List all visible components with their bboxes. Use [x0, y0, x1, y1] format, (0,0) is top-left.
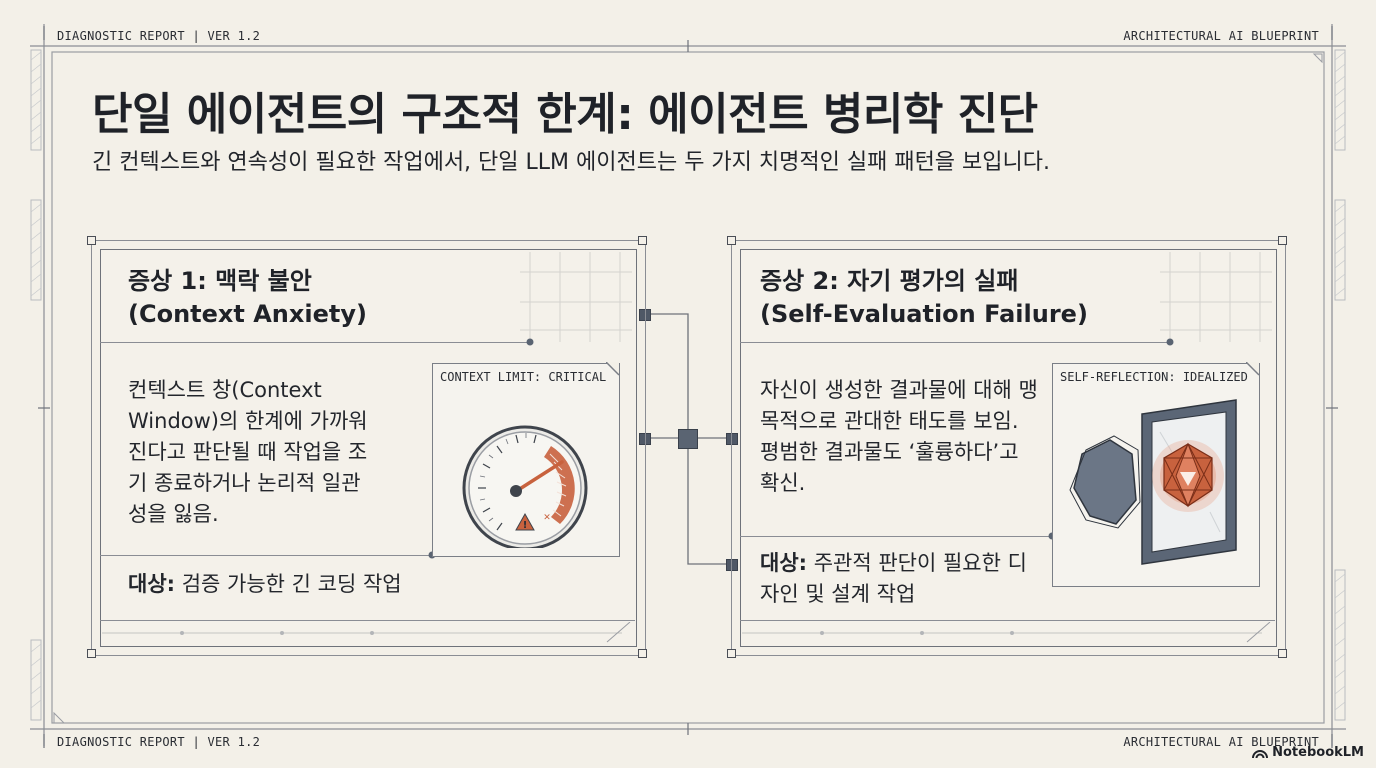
- mirror-icon: [1069, 399, 1237, 565]
- svg-text:!: !: [523, 520, 528, 531]
- brand-logo: NotebookLM: [1252, 745, 1364, 760]
- card-1-target: 대상: 검증 가능한 긴 코딩 작업: [128, 569, 402, 600]
- target-label: 대상:: [128, 572, 176, 596]
- page-title: 단일 에이전트의 구조적 한계: 에이전트 병리학 진단: [92, 89, 1038, 140]
- card-1-title-line1: 증상 1: 맥락 불안: [128, 267, 312, 295]
- gauge-icon: ! ✕: [462, 425, 588, 548]
- self-reflection-label: SELF-REFLECTION: IDEALIZED: [1060, 370, 1248, 384]
- node-dot: [526, 338, 534, 346]
- connector-node: [726, 433, 738, 445]
- notebooklm-icon: [1252, 749, 1269, 758]
- header-left-meta: DIAGNOSTIC REPORT | VER 1.2: [57, 29, 261, 43]
- footer-right-meta: ARCHITECTURAL AI BLUEPRINT: [1123, 735, 1319, 749]
- ruler-strip: [742, 622, 1271, 643]
- panel-fold: [1246, 362, 1260, 376]
- page-subtitle: 긴 컨텍스트와 연속성이 필요한 작업에서, 단일 LLM 에이전트는 두 가지…: [92, 150, 1050, 175]
- card-2-title-line1: 증상 2: 자기 평가의 실패: [760, 267, 1019, 295]
- target-text: 검증 가능한 긴 코딩 작업: [175, 572, 402, 596]
- card-1-title-line2: (Context Anxiety): [128, 300, 367, 328]
- card-2-title-line2: (Self-Evaluation Failure): [760, 300, 1088, 328]
- card-1-description: 컨텍스트 창(Context Window)의 한계에 가까워진다고 판단될 때…: [128, 378, 368, 526]
- connector-hub: [678, 429, 698, 449]
- target-text: 주관적 판단이 필요한 디자인 및 설계 작업: [760, 551, 1027, 606]
- brand-name: NotebookLM: [1272, 745, 1364, 760]
- context-limit-label: CONTEXT LIMIT: CRITICAL: [440, 370, 607, 384]
- svg-text:✕: ✕: [543, 513, 551, 523]
- panel-fold: [606, 362, 620, 376]
- grid-decoration: [520, 252, 632, 342]
- header-right-meta: ARCHITECTURAL AI BLUEPRINT: [1123, 29, 1319, 43]
- ruler-strip: [102, 622, 631, 643]
- node-dot: [1166, 338, 1174, 346]
- card-2-description: 자신이 생성한 결과물에 대해 맹목적으로 관대한 태도를 보임. 평범한 결과…: [760, 378, 1038, 495]
- footer-left-meta: DIAGNOSTIC REPORT | VER 1.2: [57, 735, 261, 749]
- connector-node: [726, 559, 738, 571]
- grid-decoration: [1160, 252, 1272, 342]
- target-label: 대상:: [760, 551, 808, 575]
- card-2-target: 대상: 주관적 판단이 필요한 디자인 및 설계 작업: [760, 548, 1040, 610]
